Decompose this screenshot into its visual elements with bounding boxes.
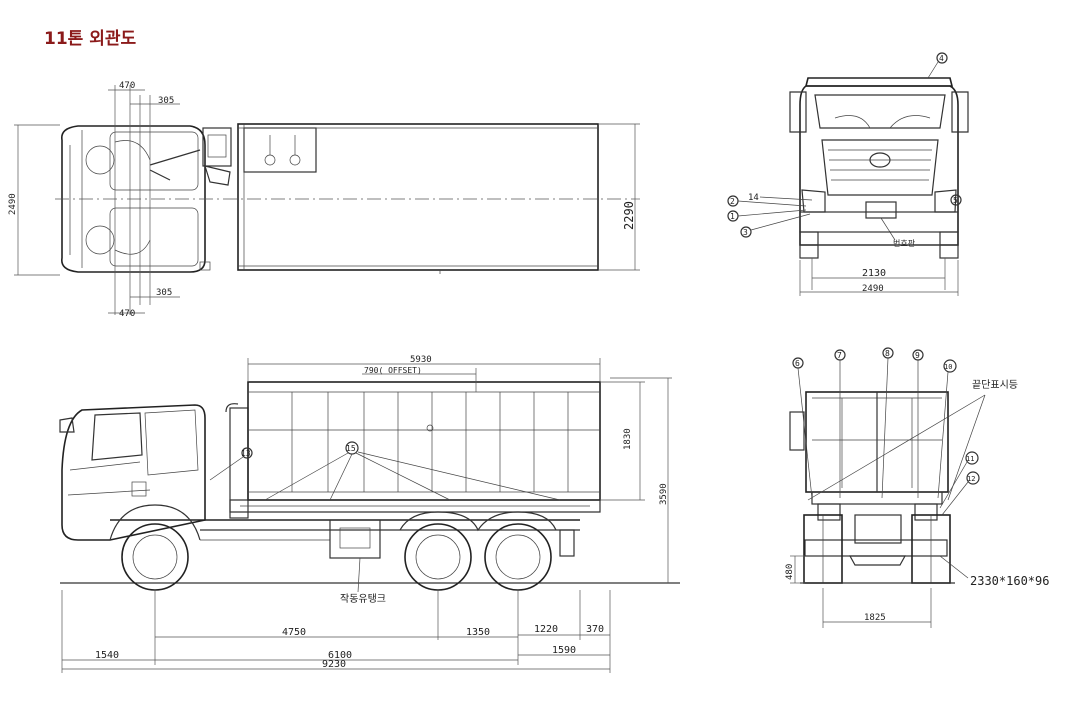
- dim-370: 370: [586, 624, 604, 635]
- callout-3: 3: [743, 228, 748, 237]
- lamp-label: 끝단표시등: [972, 379, 1018, 391]
- callout-9: 9: [915, 351, 920, 360]
- dim-1350: 1350: [466, 627, 490, 638]
- top-view: 2490 470 305 305 470: [8, 81, 640, 319]
- dim-5930: 5930: [410, 355, 432, 365]
- callout-1: 1: [730, 212, 735, 221]
- callout-12: 12: [967, 475, 975, 483]
- dim-1830: 1830: [623, 428, 633, 450]
- container-posts: [291, 392, 569, 492]
- callout-13: 13: [241, 449, 251, 458]
- dim-2290: 2290: [622, 201, 636, 230]
- plate-label: 번호판: [893, 239, 916, 248]
- callout-10: 10: [944, 363, 952, 371]
- dim-3590: 3590: [659, 483, 669, 505]
- dim-1540: 1540: [95, 650, 119, 661]
- dim-9230: 9230: [322, 659, 346, 670]
- front-view: 번호판 2130 2490 4 14 2 1 3 5: [727, 52, 969, 296]
- rear-view: 480 1825 2330*160*96 6 7 8 9 10 11 12 끝단…: [785, 347, 1049, 628]
- callout-8: 8: [885, 349, 890, 358]
- callout-6: 6: [795, 359, 800, 368]
- callout-11: 11: [966, 455, 974, 463]
- dim-470-top: 470: [119, 81, 135, 91]
- dim-1220: 1220: [534, 624, 558, 635]
- callout-4: 4: [939, 54, 944, 63]
- dim-bumper: 2330*160*96: [970, 574, 1049, 588]
- dim-1825: 1825: [864, 613, 886, 623]
- page-title: 11톤 외관도: [44, 29, 137, 49]
- dim-2490-front: 2490: [862, 284, 884, 294]
- dim-470-bottom: 470: [119, 309, 135, 319]
- callout-5: 5: [953, 196, 958, 205]
- dim-4750: 4750: [282, 627, 306, 638]
- dim-480: 480: [785, 564, 795, 580]
- dim-6100: 6100: [328, 650, 352, 661]
- callout-7: 7: [837, 351, 842, 360]
- callout-14: 14: [748, 193, 759, 203]
- side-view: 작동유탱크 13 15 5930 790( OFFSET) 1830: [59, 355, 680, 673]
- dim-2130: 2130: [862, 268, 886, 279]
- callout-15: 15: [346, 444, 356, 453]
- dim-305-bottom: 305: [156, 288, 172, 298]
- dim-2490-top: 2490: [8, 193, 18, 215]
- dim-305-top: 305: [158, 96, 174, 106]
- dim-offset: 790( OFFSET): [364, 366, 422, 375]
- tank-label: 작동유탱크: [340, 593, 386, 605]
- dim-1590: 1590: [552, 645, 576, 656]
- callout-2: 2: [730, 197, 735, 206]
- bottom-dimensions: [61, 590, 611, 673]
